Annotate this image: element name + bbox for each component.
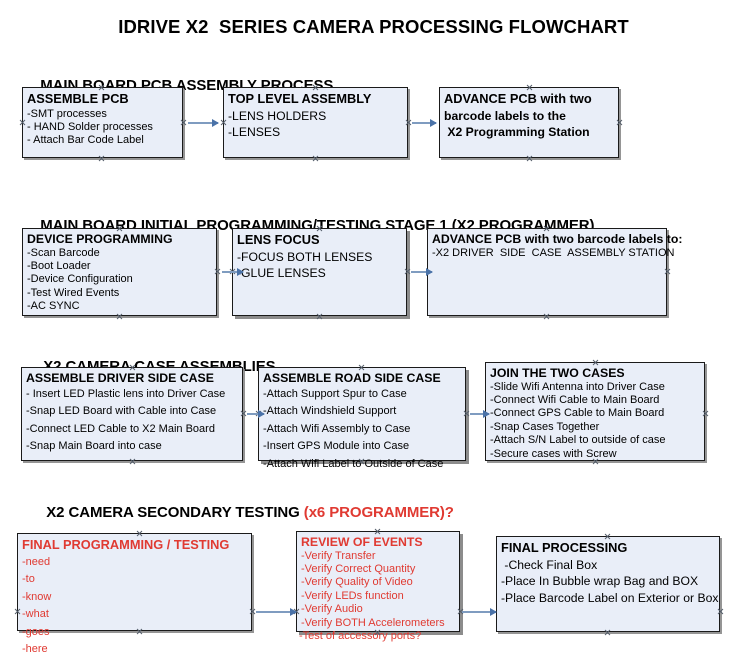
flow-box-line: -need [22, 555, 51, 568]
flow-box-title: REVIEW OF EVENTS [301, 535, 423, 549]
flow-box-line: -Attach S/N Label to outside of case [490, 434, 666, 447]
page-title: IDRIVE X2 SERIES CAMERA PROCESSING FLOWC… [118, 16, 629, 37]
flow-box-assemble-pcb[interactable]: ASSEMBLE PCB -SMT processes - HAND Solde… [22, 87, 183, 158]
flow-box-line: -Boot Loader [27, 259, 91, 272]
flow-box-line: -Snap Main Board into case [26, 440, 162, 452]
flow-box-assemble-driver-side-case[interactable]: ASSEMBLE DRIVER SIDE CASE - Insert LED P… [21, 367, 243, 461]
flow-box-title: LENS FOCUS [237, 232, 320, 247]
flow-box-line: -what [22, 608, 49, 620]
flow-box-assemble-road-side-case[interactable]: ASSEMBLE ROAD SIDE CASE -Attach Support … [258, 367, 466, 470]
flow-box-line: -Verify Transfer [301, 549, 376, 562]
flow-box-title: ADVANCE PCB with two barcode labels to: [432, 232, 683, 246]
flow-box-line: -Attach Wifi Assembly to Case [263, 422, 411, 435]
flow-box-title: ADVANCE PCB with two [444, 91, 592, 106]
flow-box-line: - Insert LED Plastic lens into Driver Ca… [26, 387, 226, 400]
connector-arrow [470, 410, 490, 418]
flow-box-line: -Insert GPS Module into Case [263, 440, 410, 452]
connector-arrow [411, 268, 433, 276]
section-heading-4: X2 CAMERA SECONDARY TESTING (x6 PROGRAMM… [30, 487, 454, 538]
flow-box-line: X2 Programming Station [444, 125, 590, 139]
flow-box-final-processing[interactable]: FINAL PROCESSING -Check Final Box -Place… [496, 536, 720, 632]
flow-box-line: -LENS HOLDERS [228, 108, 327, 123]
flow-box-line: -Attach Windshield Support [263, 405, 397, 417]
flow-box-line: -Verify Audio [301, 603, 363, 616]
flow-box-advance-pcb-driver-case[interactable]: ADVANCE PCB with two barcode labels to: … [427, 228, 683, 316]
flow-box-line: -Attach Wifi Label to Outside of Case [263, 457, 444, 470]
flow-box-line: -GLUE LENSES [237, 266, 326, 280]
connector-arrow [188, 119, 219, 127]
flow-box-line: -X2 DRIVER SIDE CASE ASSEMBLY STATION [432, 246, 675, 259]
flow-box-lens-focus[interactable]: LENS FOCUS -FOCUS BOTH LENSES -GLUE LENS… [232, 228, 407, 316]
flow-box-title: JOIN THE TWO CASES [490, 366, 625, 380]
flow-box-line: -Verify Quality of Video [301, 576, 413, 589]
flow-box-line: -Check Final Box [501, 557, 598, 572]
flow-box-line: -Scan Barcode [27, 246, 100, 259]
flow-box-line: barcode labels to the [444, 108, 566, 123]
flow-box-advance-pcb-station[interactable]: ADVANCE PCB with two barcode labels to t… [439, 87, 619, 158]
flow-box-line: -Place In Bubble wrap Bag and BOX [501, 574, 699, 588]
flow-box-line: -Secure cases with Screw [490, 447, 617, 460]
flow-box-line: -Connect Wifi Cable to Main Board [490, 393, 660, 406]
flow-box-device-programming[interactable]: DEVICE PROGRAMMING -Scan Barcode -Boot L… [22, 228, 217, 316]
flow-box-line: -Slide Wifi Antenna into Driver Case [490, 380, 665, 393]
flow-box-line: -FOCUS BOTH LENSES [237, 249, 373, 264]
flow-box-overflow-line: -Test of accessory ports? [299, 630, 422, 642]
flow-box-review-of-events[interactable]: REVIEW OF EVENTS -Verify Transfer -Verif… [296, 531, 460, 632]
flow-box-title: FINAL PROCESSING [501, 540, 628, 555]
flow-box-line: -know [22, 590, 52, 603]
flow-box-line: - HAND Solder processes [27, 120, 153, 133]
connector-arrow [247, 410, 265, 418]
flow-box-line: -Verify LEDs function [301, 589, 404, 602]
flow-box-line: -Verify BOTH Accelerometers [301, 616, 445, 629]
connector-arrow [462, 608, 497, 616]
flow-box-line: -Verify Correct Quantity [301, 562, 416, 575]
flow-box-line: -Snap Cases Together [490, 420, 600, 433]
flow-box-line: -Place Barcode Label on Exterior or Box [501, 590, 719, 605]
flow-box-line: -to [22, 573, 35, 585]
flow-box-line: - Attach Bar Code Label [27, 134, 144, 147]
connector-arrow [256, 608, 297, 616]
flow-box-title: ASSEMBLE PCB [27, 91, 129, 106]
connector-arrow [222, 268, 244, 276]
flow-box-title: ASSEMBLE ROAD SIDE CASE [263, 371, 441, 385]
flow-box-line: -Connect LED Cable to X2 Main Board [26, 422, 215, 435]
flow-box-title: ASSEMBLE DRIVER SIDE CASE [26, 371, 214, 385]
flow-box-join-the-two-cases[interactable]: JOIN THE TWO CASES -Slide Wifi Antenna i… [485, 362, 705, 461]
flow-box-line: -Attach Support Spur to Case [263, 387, 407, 400]
flow-box-title: FINAL PROGRAMMING / TESTING [22, 537, 230, 552]
flow-box-line: -LENSES [228, 125, 281, 139]
flow-box-line: -goes [22, 625, 50, 638]
section-heading-4-accent: (x6 PROGRAMMER)? [303, 504, 454, 521]
flow-box-line: -Snap LED Board with Cable into Case [26, 405, 217, 417]
flow-box-title: DEVICE PROGRAMMING [27, 232, 173, 246]
flow-box-title: TOP LEVEL ASSEMBLY [228, 91, 372, 106]
section-heading-4-text: X2 CAMERA SECONDARY TESTING [46, 504, 304, 521]
flow-box-line: -here [22, 643, 48, 655]
flow-box-line: -Test Wired Events [27, 286, 120, 299]
flow-box-line: -AC SYNC [27, 300, 80, 313]
flow-box-line: -Connect GPS Cable to Main Board [490, 407, 665, 420]
flow-box-line: -SMT processes [27, 107, 107, 120]
flow-box-line: -Device Configuration [27, 273, 133, 286]
flow-box-final-programming-testing[interactable]: FINAL PROGRAMMING / TESTING -need -to -k… [17, 533, 252, 655]
flow-box-top-level-assembly[interactable]: TOP LEVEL ASSEMBLY -LENS HOLDERS -LENSES [223, 87, 408, 158]
connector-arrow [412, 119, 437, 127]
